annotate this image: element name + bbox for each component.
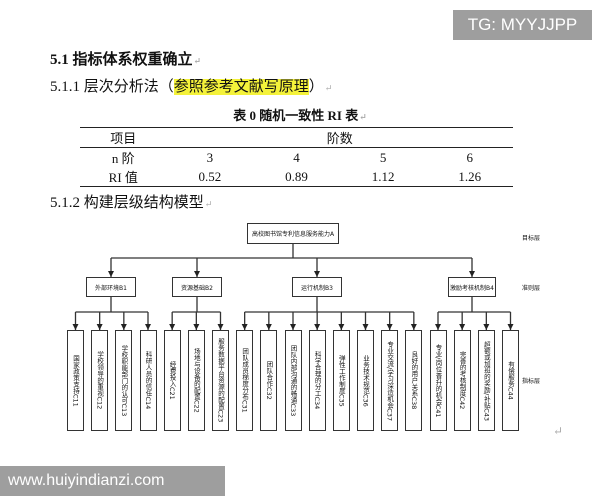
indicator-box: 国家政策支持C11 [67, 330, 84, 431]
arrow-icon [72, 324, 79, 330]
arrow-icon [194, 271, 200, 277]
caption-text: 表 0 随机一致性 RI 表 [233, 108, 359, 123]
arrow-icon [435, 324, 441, 330]
level-label-goal: 目标层 [522, 235, 541, 242]
cell: 1.12 [371, 168, 395, 184]
criterion-box-b1: 外部环境B1 [86, 277, 136, 297]
indicator-box: 团队内部沟通的畅通C33 [284, 330, 302, 431]
indicator-box: 学校领导的重视C12 [91, 330, 109, 431]
cell: RI 值 [108, 170, 138, 185]
indicator-box: 有偿服务C44 [502, 330, 519, 431]
table-header-row: 项目阶数 [80, 128, 513, 148]
indicator-box: 科研人员的信任C14 [139, 330, 157, 431]
indicator-box: 团队成员梯度分布C31 [236, 330, 254, 431]
indicator-box: 良好的用户关系C38 [405, 330, 423, 431]
heading-text: 5.1 指标体系权重确立 [50, 52, 193, 68]
level-label-criteria: 准则层 [522, 285, 541, 292]
header-cell: 项目 [80, 128, 167, 148]
arrow-icon [469, 271, 475, 277]
indicator-box: 场地与设备的配置C22 [187, 330, 205, 431]
indicator-box: 科学合理的分工C34 [308, 330, 326, 431]
indicator-box: 业务技术规范C36 [357, 330, 374, 431]
header-cell: 阶数 [166, 128, 513, 148]
cell: 6 [466, 149, 473, 165]
arrow-icon [410, 324, 417, 330]
criterion-box-b2: 资源基础B2 [172, 277, 222, 297]
heading-5-1: 5.1 指标体系权重确立↵ [50, 48, 201, 69]
watermark-bottom: www.huiyindianzi.com [0, 466, 225, 496]
heading-text: 5.1.2 构建层级结构模型 [50, 195, 204, 211]
indicator-box: 经费投入C21 [163, 330, 181, 431]
arrow-icon [459, 324, 466, 330]
heading-5-1-2: 5.1.2 构建层级结构模型↵ [50, 191, 212, 212]
arrow-icon [217, 324, 224, 330]
cell: 5 [379, 149, 387, 165]
indicator-box: 超额或加班的奖励/补贴C43 [477, 330, 495, 431]
arrow-icon [193, 324, 200, 330]
level-label-indicators: 指标层 [522, 378, 541, 385]
arrow-icon [145, 324, 151, 330]
arrow-icon [338, 324, 345, 330]
arrow-icon [386, 324, 393, 330]
arrow-icon [108, 271, 114, 277]
arrow-icon [362, 324, 369, 330]
indicator-box: 专业交流/学习深造机会C37 [381, 330, 399, 431]
arrow-icon [120, 324, 127, 330]
arrow-icon [169, 324, 176, 330]
arrow-icon [265, 324, 272, 330]
arrow-icon [507, 324, 514, 330]
paragraph-mark-icon: ↵ [204, 199, 213, 209]
indicator-box: 学校职能部门的认可C13 [115, 330, 133, 431]
paragraph-mark-icon: ↵ [359, 112, 367, 122]
arrow-icon [96, 324, 103, 330]
highlighted-text: 参照参考文献写原理 [173, 79, 309, 95]
cell: 0.52 [198, 168, 222, 184]
arrow-icon [314, 271, 320, 277]
indicator-box: 完善的考核制度C42 [453, 330, 471, 431]
watermark-top: TG: MYYJJPP [453, 10, 592, 40]
paragraph-mark-icon: ↵ [324, 83, 333, 93]
heading-text: 5.1.1 层次分析法（ [50, 79, 174, 95]
table-row: RI 值 0.52 0.89 1.12 1.26 [80, 167, 513, 186]
indicator-box: 服务数据平台资源的配置C23 [212, 330, 229, 431]
goal-box: 高校图书馆专利信息服务能力A [247, 223, 339, 244]
table-caption: 表 0 随机一致性 RI 表↵ [0, 105, 600, 124]
cell: 3 [206, 149, 214, 165]
indicator-box: 专业/岗位晋升的机会C41 [429, 330, 447, 431]
ri-table: 项目阶数 n 阶 3 4 5 6 RI 值 0.52 0.89 1.12 1.26 [80, 127, 513, 187]
cell: n 阶 [111, 151, 135, 166]
criterion-box-b4: 激励考核机制B4 [448, 277, 496, 297]
diagram-connectors [72, 244, 514, 330]
heading-5-1-1: 5.1.1 层次分析法（参照参考文献写原理）↵ [50, 75, 332, 96]
cell: 4 [293, 149, 300, 165]
indicator-box: 弹性工作制度C35 [332, 330, 350, 431]
table-row: n 阶 3 4 5 6 [80, 148, 513, 168]
cell: 0.89 [285, 168, 308, 184]
criterion-box-b3: 运行机制B3 [292, 277, 342, 297]
paragraph-mark-icon: ↵ [193, 56, 202, 66]
arrow-icon [314, 324, 321, 330]
cell: 1.26 [458, 168, 482, 184]
indicator-box: 团队合作C32 [260, 330, 278, 431]
heading-suffix: ） [308, 79, 324, 95]
paragraph-mark-icon: ↵ [553, 424, 564, 438]
arrow-icon [290, 324, 296, 330]
arrow-icon [483, 324, 490, 330]
arrow-icon [241, 324, 248, 330]
